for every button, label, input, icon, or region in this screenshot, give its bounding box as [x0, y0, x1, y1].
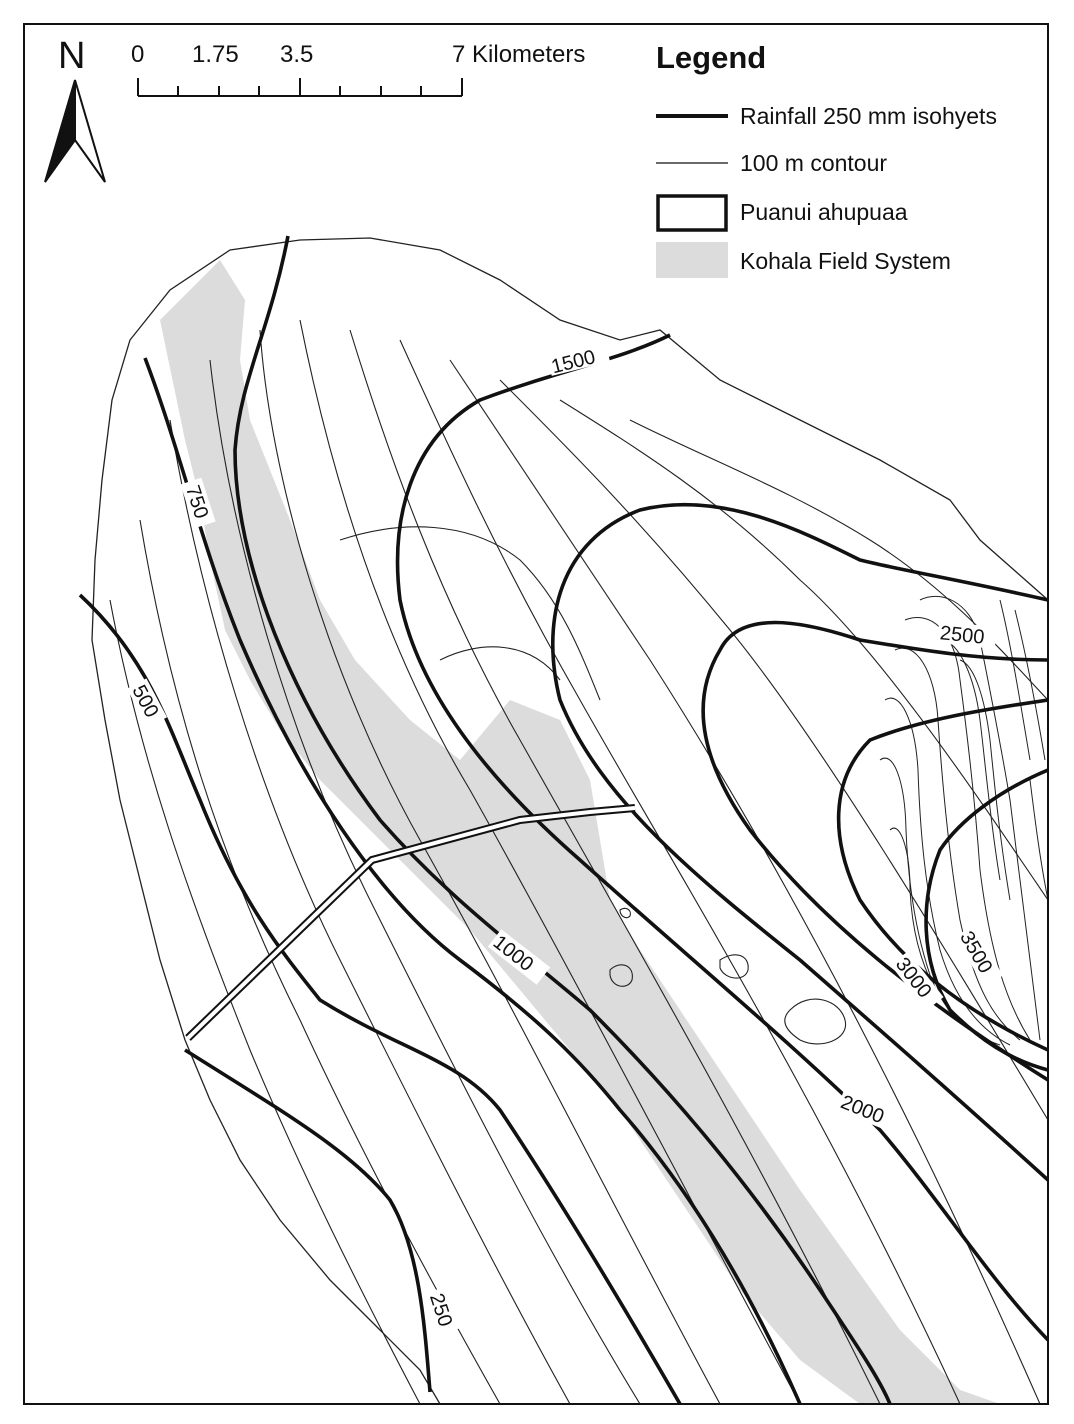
isohyet-2000	[551, 502, 1047, 1182]
scale-bar: 0 1.75 3.5 7 Kilometers	[131, 41, 585, 97]
isohyet-750	[143, 357, 802, 1403]
isohyet-250	[184, 1048, 432, 1393]
legend-title: Legend	[656, 40, 766, 75]
legend-field-swatch	[656, 242, 728, 278]
scale-tick-0: 0	[131, 41, 144, 68]
coastline-south	[184, 1039, 441, 1403]
isohyet-label-2500: 2500	[939, 622, 986, 649]
isohyet-2500	[701, 620, 1047, 1082]
legend-field-label: Kohala Field System	[740, 248, 951, 274]
scale-tick-2: 3.5	[280, 41, 313, 68]
isohyet-3000	[836, 698, 1047, 1052]
scale-tick-1: 1.75	[192, 41, 239, 68]
legend: Legend Rainfall 250 mm isohyets 100 m co…	[656, 40, 997, 278]
isohyet-3500	[924, 768, 1047, 1072]
legend-contour-label: 100 m contour	[740, 150, 887, 176]
isohyet-1000	[233, 235, 892, 1403]
coastline	[91, 237, 1047, 1041]
isohyet-1500	[395, 333, 1047, 1342]
isohyet-lines	[78, 235, 1047, 1403]
legend-ahupuaa-label: Puanui ahupuaa	[740, 199, 908, 225]
legend-isohyet-label: Rainfall 250 mm isohyets	[740, 103, 997, 129]
north-letter: N	[58, 35, 85, 77]
north-arrow: N	[44, 35, 106, 183]
legend-ahupuaa-swatch	[656, 194, 728, 232]
puanui-ahupuaa	[185, 804, 636, 1041]
isohyet-500	[78, 593, 682, 1403]
kohala-field-system-area	[160, 260, 998, 1403]
scale-bar-line	[137, 78, 463, 97]
scale-tick-3: 7 Kilometers	[452, 41, 585, 68]
